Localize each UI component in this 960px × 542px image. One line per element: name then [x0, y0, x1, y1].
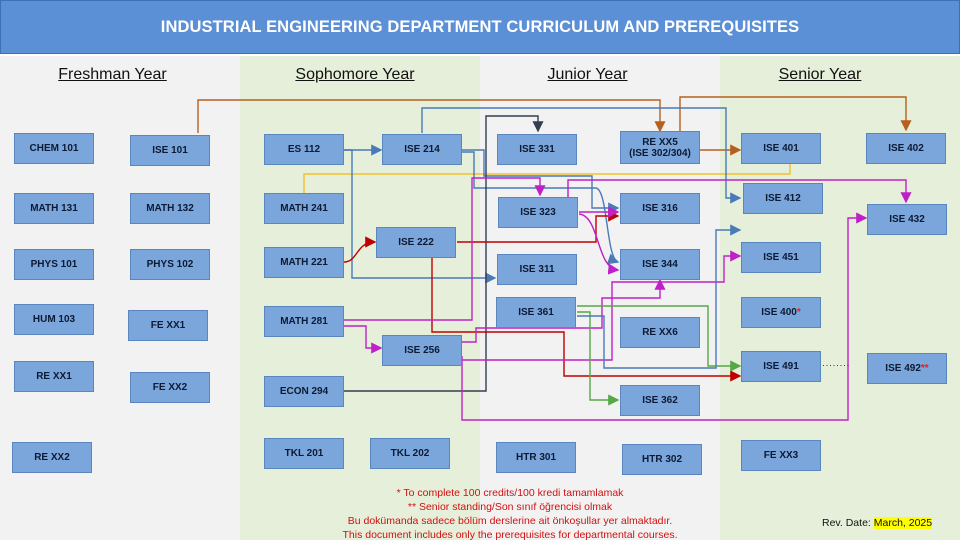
- course-econ-294[interactable]: ECON 294: [264, 376, 344, 407]
- course-re-xx5-code: RE XX5: [642, 136, 678, 148]
- course-ise-222[interactable]: ISE 222: [376, 227, 456, 258]
- revision-label: Rev. Date:: [822, 517, 874, 529]
- page-title: INDUSTRIAL ENGINEERING DEPARTMENT CURRIC…: [160, 17, 800, 36]
- course-ise-492[interactable]: ISE 492**: [867, 353, 947, 384]
- course-math-131[interactable]: MATH 131: [14, 193, 94, 224]
- freshman-year-heading: Freshman Year: [58, 66, 167, 83]
- course-ise-492-code: ISE 492: [885, 363, 921, 374]
- course-htr-302[interactable]: HTR 302: [622, 444, 702, 475]
- course-ise-361[interactable]: ISE 361: [496, 297, 576, 328]
- course-es-112[interactable]: ES 112: [264, 134, 344, 165]
- course-re-xx5[interactable]: RE XX5 (ISE 302/304): [620, 131, 700, 164]
- course-math-241[interactable]: MATH 241: [264, 193, 344, 224]
- junior-year-heading: Junior Year: [547, 66, 628, 83]
- course-ise-412[interactable]: ISE 412: [743, 183, 823, 214]
- course-fe-xx2[interactable]: FE XX2: [130, 372, 210, 403]
- footnote-3: Bu dokümanda sadece bölüm derslerine ait…: [347, 515, 673, 527]
- course-ise-101[interactable]: ISE 101: [130, 135, 210, 166]
- course-ise-432[interactable]: ISE 432: [867, 204, 947, 235]
- course-fe-xx1[interactable]: FE XX1: [128, 310, 208, 341]
- footnote-1: * To complete 100 credits/100 kredi tama…: [396, 487, 624, 499]
- course-re-xx5-sub: (ISE 302/304): [629, 147, 691, 159]
- course-phys-102[interactable]: PHYS 102: [130, 249, 210, 280]
- revision-date: Rev. Date: March, 2025: [822, 517, 933, 529]
- course-ise-402[interactable]: ISE 402: [866, 133, 946, 164]
- ise491-ise492-dots: · · · · · · · ·: [822, 360, 849, 370]
- course-ise-331[interactable]: ISE 331: [497, 134, 577, 165]
- footnote-4: This document includes only the prerequi…: [342, 529, 678, 541]
- course-ise-316[interactable]: ISE 316: [620, 193, 700, 224]
- course-ise-400-code: ISE 400: [761, 307, 797, 318]
- course-tkl-202[interactable]: TKL 202: [370, 438, 450, 469]
- course-ise-256[interactable]: ISE 256: [382, 335, 462, 366]
- course-re-xx1[interactable]: RE XX1: [14, 361, 94, 392]
- course-ise-311[interactable]: ISE 311: [497, 254, 577, 285]
- course-ise-214[interactable]: ISE 214: [382, 134, 462, 165]
- course-ise-491[interactable]: ISE 491: [741, 351, 821, 382]
- course-ise-400[interactable]: ISE 400*: [741, 297, 821, 328]
- senior-year-heading: Senior Year: [778, 66, 862, 83]
- revision-date-value: March, 2025: [873, 517, 933, 529]
- course-math-132[interactable]: MATH 132: [130, 193, 210, 224]
- sophomore-year-heading: Sophomore Year: [295, 66, 415, 83]
- course-chem-101[interactable]: CHEM 101: [14, 133, 94, 164]
- course-ise-400-mark: *: [796, 307, 801, 318]
- course-fe-xx3[interactable]: FE XX3: [741, 440, 821, 471]
- footnote-2: ** Senior standing/Son sınıf öğrencisi o…: [407, 501, 613, 513]
- course-re-xx2[interactable]: RE XX2: [12, 442, 92, 473]
- course-tkl-201[interactable]: TKL 201: [264, 438, 344, 469]
- course-math-281[interactable]: MATH 281: [264, 306, 344, 337]
- footnotes: * To complete 100 credits/100 kredi tama…: [300, 486, 720, 542]
- course-ise-344[interactable]: ISE 344: [620, 249, 700, 280]
- course-re-xx6[interactable]: RE XX6: [620, 317, 700, 348]
- course-ise-323[interactable]: ISE 323: [498, 197, 578, 228]
- course-ise-401[interactable]: ISE 401: [741, 133, 821, 164]
- course-math-221[interactable]: MATH 221: [264, 247, 344, 278]
- course-ise-362[interactable]: ISE 362: [620, 385, 700, 416]
- course-phys-101[interactable]: PHYS 101: [14, 249, 94, 280]
- course-ise-451[interactable]: ISE 451: [741, 242, 821, 273]
- course-htr-301[interactable]: HTR 301: [496, 442, 576, 473]
- course-hum-103[interactable]: HUM 103: [14, 304, 94, 335]
- course-ise-492-mark: **: [920, 363, 929, 374]
- title-banner: INDUSTRIAL ENGINEERING DEPARTMENT CURRIC…: [0, 0, 960, 54]
